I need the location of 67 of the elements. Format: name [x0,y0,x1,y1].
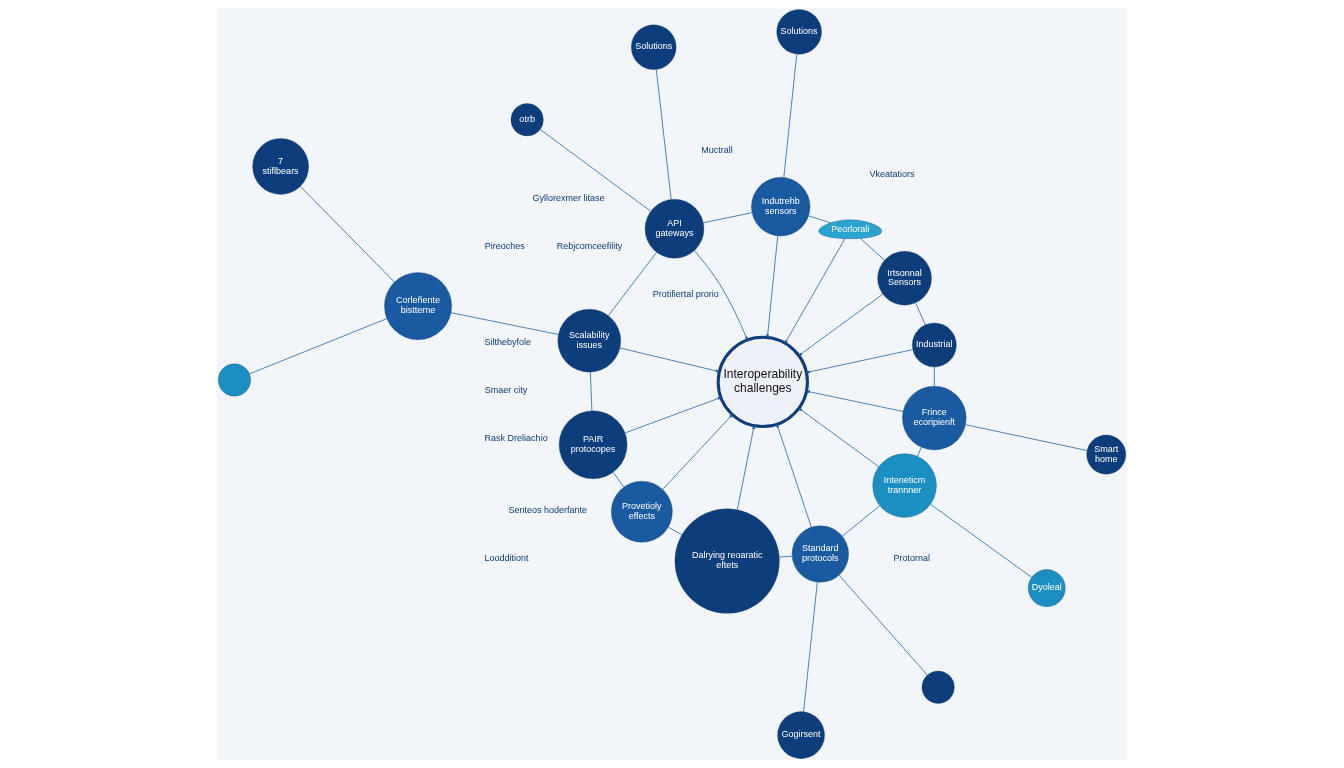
connector [668,526,683,536]
node-circle: Solutions [776,9,822,55]
node-circle: Gogirsent [777,711,825,759]
node-circle: Corleñente bistterne [384,272,452,340]
connector [655,69,672,200]
node-circle [218,363,251,397]
label: Smaer city [484,385,528,396]
arrow [776,423,812,528]
arrow [798,293,884,356]
label: Rebjcomceefility [556,240,623,251]
connector [965,424,1088,451]
node-circle: Frince ecoripienft [902,386,967,451]
connector [838,574,928,676]
connector [803,581,818,713]
node-circle: Inteneticm trannner [872,453,937,518]
connector [930,503,1033,578]
arrow [806,390,904,412]
node-circle: Scalability issues [557,309,621,373]
connector [915,302,926,326]
label: Pireoches [484,240,525,251]
label: Protornal [893,553,931,564]
connector [450,312,559,335]
connector [590,371,593,412]
arrow [798,407,880,468]
arrow [766,235,779,338]
arrow [806,349,914,374]
connector [917,446,922,457]
label: Silthebyfole [484,336,531,347]
node-circle: otrb [510,103,544,137]
node-circle: Solutions [631,24,677,70]
connector [703,212,753,224]
connector [783,53,798,178]
node-circle: API gateways [644,199,705,259]
connector [933,366,935,387]
connector [808,215,831,224]
node-circle: Dyoleal [1028,569,1066,607]
label: Vkeatatiors [869,168,915,179]
label: Loodditiont [484,553,529,564]
node-circle: Indutrehb sensors [751,177,811,237]
arrow [737,425,755,511]
connector [608,252,657,316]
connector [841,505,881,537]
connector [249,318,388,375]
node-circle: Industrial [912,322,957,368]
node-circle: Irtsonnal Sensors [877,251,932,306]
node-circle: Provetioly effects [611,481,673,543]
arrow [662,414,733,490]
label: Muctrall [701,144,733,155]
connector [860,238,885,261]
node-circle: PAIR protocopes [558,410,628,479]
label: Rask Dreliachio [484,433,548,444]
node-circle: 7 stiflbears [252,138,309,195]
node-circle: Dalrying reoaratic eftets [674,508,780,614]
label: Protifiertal prorio [652,288,719,299]
node-circle: Smart home [1086,434,1126,475]
label: Gyllorexmer litase [532,192,605,203]
arrow [694,250,748,341]
node-circle: Standard protocols [791,525,849,583]
connector [539,129,651,212]
connector [778,555,793,558]
node-circle [921,670,955,704]
connector [612,471,625,488]
arrow [784,238,846,344]
arrow [619,347,720,373]
connector [300,186,395,283]
arrow [624,397,722,434]
label: Senteos hoderfante [508,505,587,516]
